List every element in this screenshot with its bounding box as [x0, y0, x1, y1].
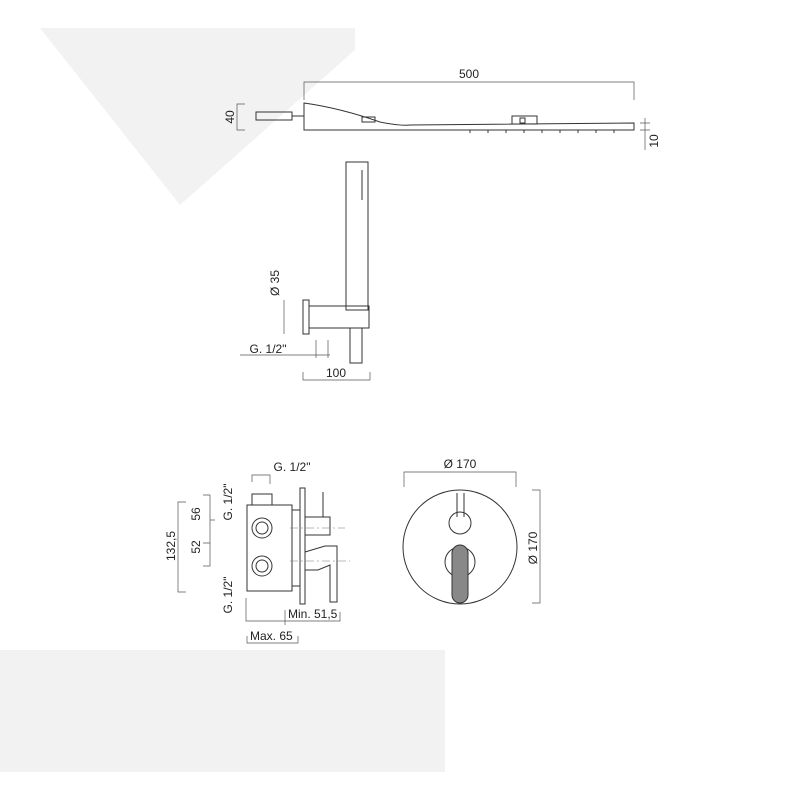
mixer-side-view: [177, 474, 350, 644]
mixer-front-view: [402, 471, 541, 605]
hand-shower-diameter-dim: Ø 35: [268, 270, 282, 296]
mixer-lower-spacing-dim: 52: [189, 540, 203, 554]
mixer-front-height-dim: Ø 170: [526, 531, 540, 564]
mixer-top-thread-dim: G. 1/2": [274, 460, 311, 474]
mixer-left-upper-thread-dim: G. 1/2": [221, 484, 235, 521]
hand-shower-side-view: [240, 161, 371, 381]
hand-shower-depth-dim: 100: [326, 366, 346, 380]
mixer-left-lower-thread-dim: G. 1/2": [221, 577, 235, 614]
shower-head-side-view: [236, 81, 650, 150]
mixer-front-width-dim: Ø 170: [444, 457, 477, 471]
shower-head-thickness-dim: 10: [647, 134, 661, 148]
background-rect: [0, 650, 445, 772]
shower-head-width-dim: 500: [459, 67, 479, 81]
mixer-upper-spacing-dim: 56: [189, 507, 203, 521]
shower-head-height-dim: 40: [223, 110, 237, 124]
background-triangle: [40, 28, 355, 205]
mixer-total-height-dim: 132,5: [164, 531, 178, 561]
hand-shower-thread-dim: G. 1/2": [250, 342, 287, 356]
mixer-max-depth-dim: Max. 65: [250, 629, 293, 643]
mixer-min-depth-dim: Min. 51,5: [288, 607, 338, 621]
